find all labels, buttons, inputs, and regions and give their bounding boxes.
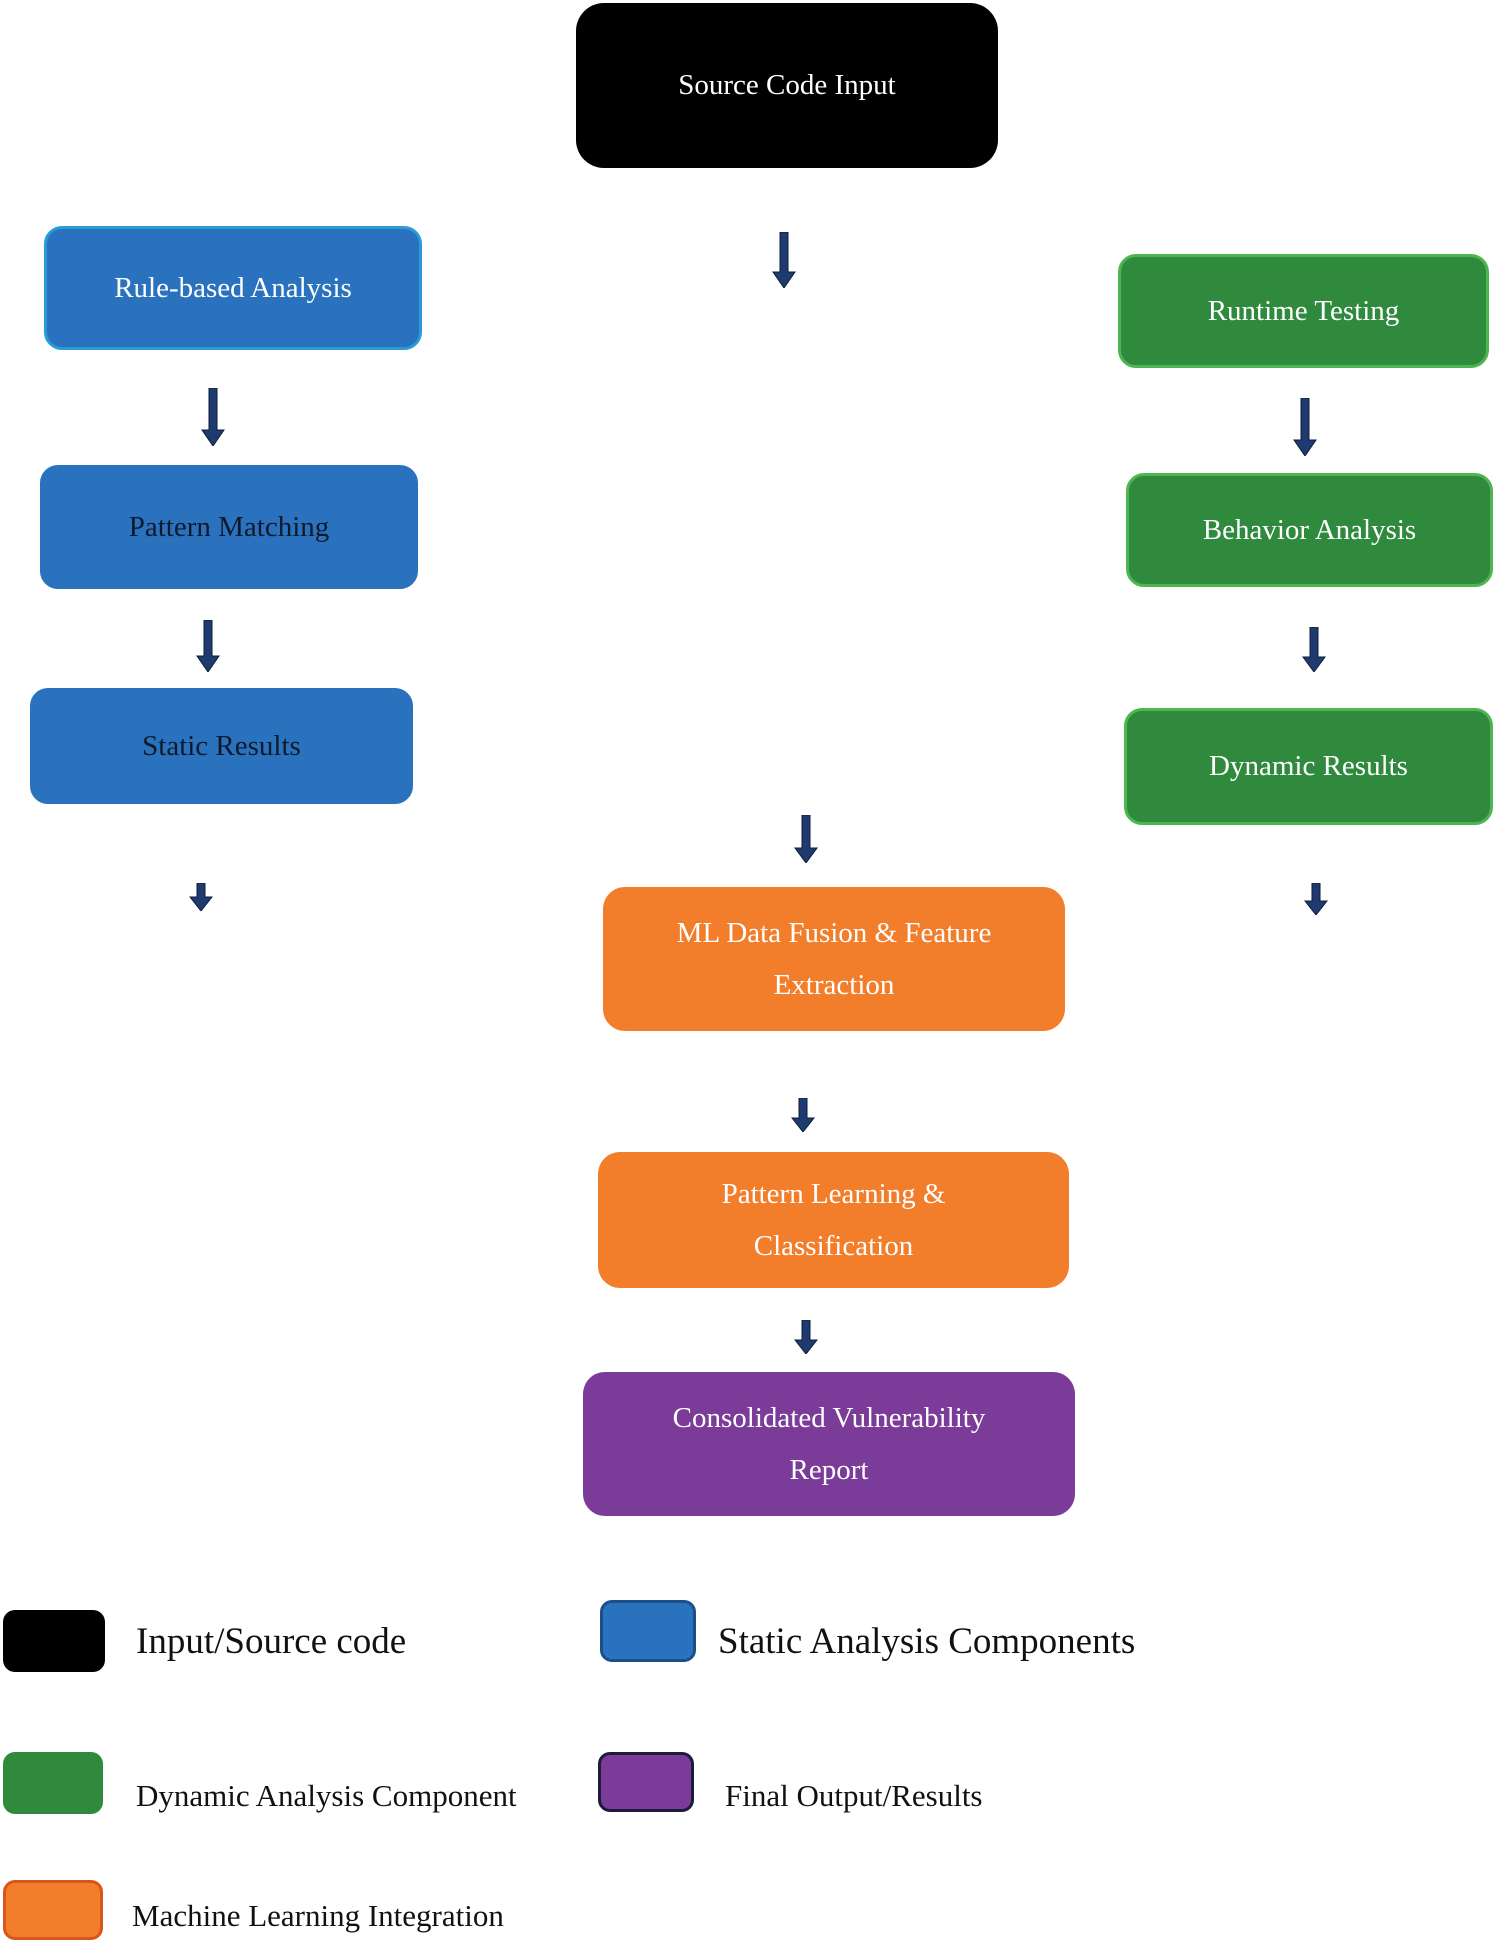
vulnerability-report-node: Consolidated Vulnerability Report [583, 1372, 1075, 1516]
down-arrow-icon [1302, 627, 1326, 672]
down-arrow-icon [794, 1320, 818, 1354]
behavior-analysis-label: Behavior Analysis [1202, 513, 1417, 546]
rule-based-analysis-node: Rule-based Analysis [44, 226, 422, 350]
down-arrow-icon [791, 1098, 815, 1132]
source-code-input-label: Source Code Input [678, 69, 896, 102]
ml-data-fusion-node: ML Data Fusion & Feature Extraction [603, 887, 1065, 1031]
pattern-learning-label: Pattern Learning & Classification [721, 1177, 946, 1262]
legend-label-dynamic: Dynamic Analysis Component [136, 1778, 517, 1813]
legend-swatch-ml [3, 1880, 103, 1940]
legend-label-static: Static Analysis Components [718, 1621, 1136, 1662]
behavior-analysis-node: Behavior Analysis [1126, 473, 1493, 587]
down-arrow-icon [1304, 883, 1328, 915]
static-results-node: Static Results [30, 688, 413, 804]
legend-label-final: Final Output/Results [725, 1778, 983, 1813]
vulnerability-report-label: Consolidated Vulnerability Report [672, 1401, 986, 1486]
dynamic-results-label: Dynamic Results [1209, 750, 1408, 783]
dynamic-results-node: Dynamic Results [1124, 708, 1493, 825]
source-code-input-node: Source Code Input [576, 3, 998, 168]
down-arrow-icon [196, 620, 220, 672]
legend-swatch-dynamic [3, 1752, 103, 1814]
pattern-learning-node: Pattern Learning & Classification [598, 1152, 1069, 1288]
down-arrow-icon [201, 388, 225, 446]
legend-label-ml: Machine Learning Integration [132, 1898, 504, 1933]
ml-data-fusion-label: ML Data Fusion & Feature Extraction [676, 916, 992, 1001]
pattern-matching-label: Pattern Matching [128, 510, 330, 543]
legend-label-input: Input/Source code [136, 1621, 407, 1662]
down-arrow-icon [772, 232, 796, 288]
down-arrow-icon [794, 815, 818, 863]
runtime-testing-label: Runtime Testing [1207, 294, 1400, 327]
runtime-testing-node: Runtime Testing [1118, 254, 1489, 368]
legend-swatch-static [600, 1600, 696, 1662]
legend-swatch-final [598, 1752, 694, 1812]
legend-swatch-input [3, 1610, 105, 1672]
down-arrow-icon [189, 883, 213, 911]
rule-based-analysis-label: Rule-based Analysis [114, 271, 352, 304]
down-arrow-icon [1293, 398, 1317, 456]
static-results-label: Static Results [142, 729, 301, 762]
pattern-matching-node: Pattern Matching [40, 465, 418, 589]
